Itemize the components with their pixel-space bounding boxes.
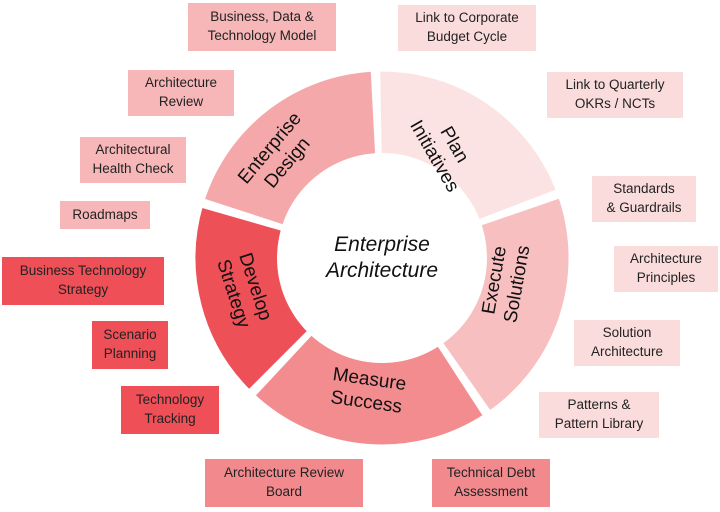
- box-architecture-review-board: Architecture Review Board: [205, 459, 363, 507]
- box-business-data-technology-model: Business, Data & Technology Model: [188, 3, 336, 51]
- box-technology-tracking: Technology Tracking: [121, 386, 219, 434]
- box-link-to-quarterly-okrs: Link to Quarterly OKRs / NCTs: [547, 72, 683, 118]
- box-architecture-principles: Architecture Principles: [614, 246, 718, 292]
- box-scenario-planning: Scenario Planning: [92, 321, 168, 369]
- box-solution-architecture: Solution Architecture: [574, 320, 680, 366]
- box-architecture-review: Architecture Review: [128, 70, 234, 116]
- box-link-to-corporate-budget-cycle: Link to Corporate Budget Cycle: [398, 5, 536, 51]
- box-technical-debt-assessment: Technical Debt Assessment: [432, 459, 550, 507]
- center-label-line1: Enterprise: [334, 233, 430, 256]
- box-roadmaps: Roadmaps: [60, 201, 150, 229]
- box-business-technology-strategy: Business Technology Strategy: [2, 257, 164, 305]
- box-architectural-health-check: Architectural Health Check: [80, 137, 186, 183]
- box-patterns-pattern-library: Patterns & Pattern Library: [539, 392, 659, 438]
- box-standards-guardrails: Standards & Guardrails: [592, 176, 696, 222]
- center-circle: [277, 153, 487, 363]
- center-label-line2: Architecture: [324, 259, 438, 282]
